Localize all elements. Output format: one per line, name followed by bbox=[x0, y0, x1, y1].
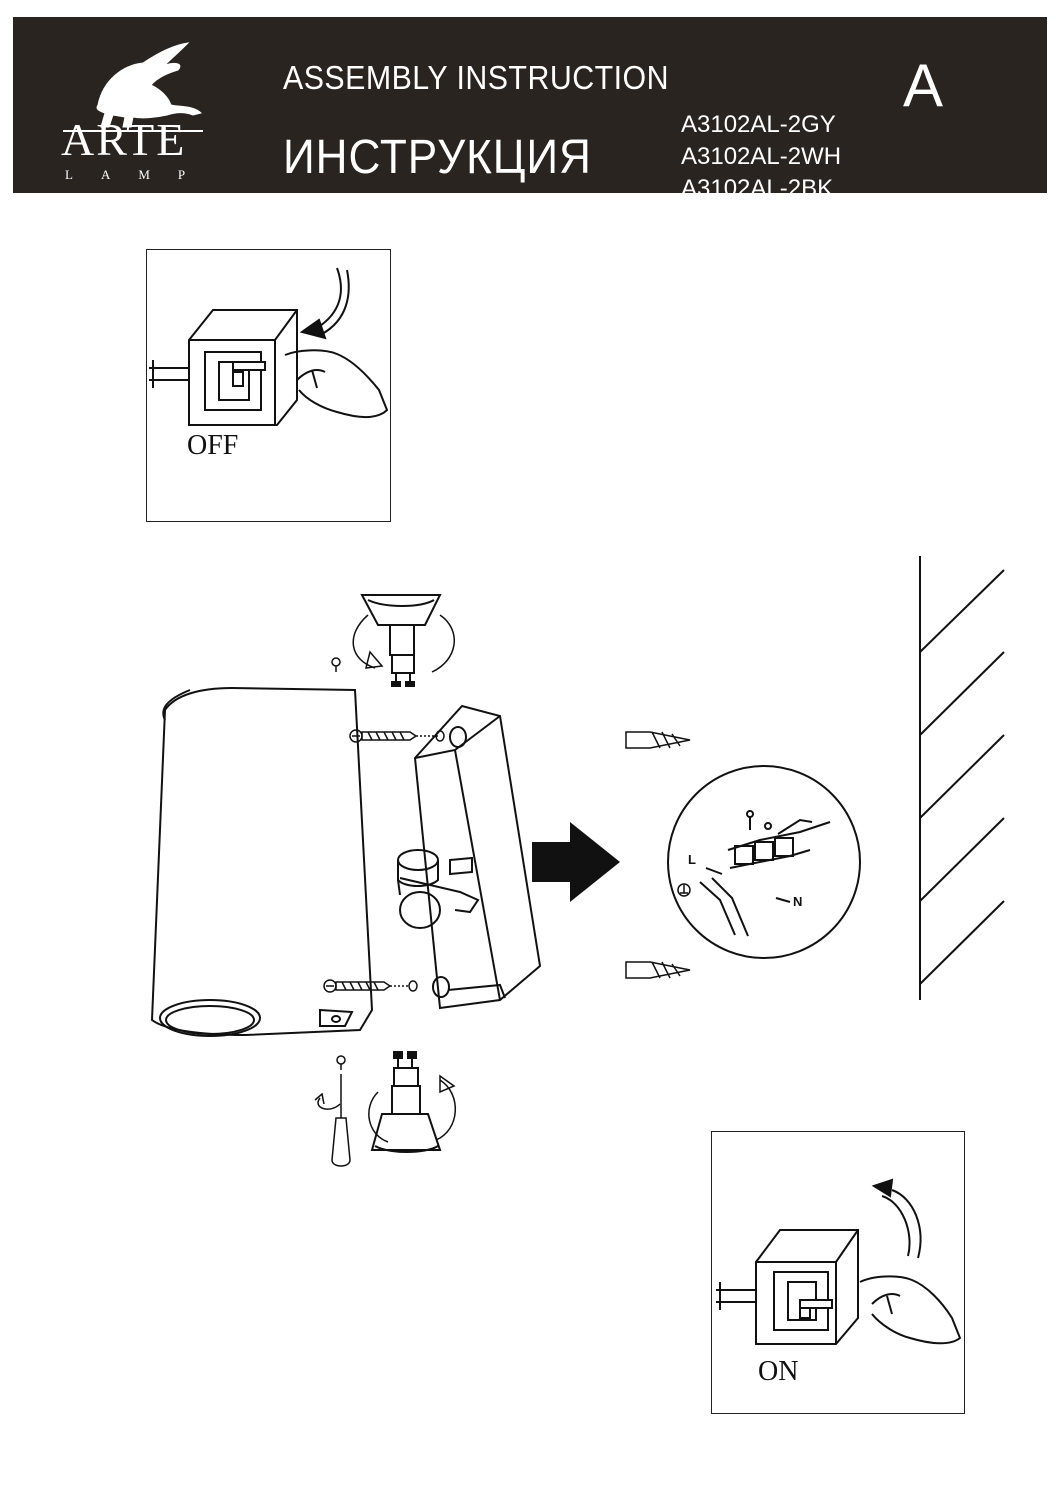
curved-arrow-icon bbox=[368, 1074, 456, 1143]
curved-arrow-icon bbox=[299, 267, 350, 340]
wall-plug-icon bbox=[625, 961, 691, 979]
ground-icon bbox=[677, 883, 691, 897]
model-number: A3102AL-2GY bbox=[681, 111, 836, 138]
switch-off-label: OFF bbox=[187, 430, 239, 461]
arrow-right-icon bbox=[532, 822, 620, 902]
model-list: A3102AL-2GY A3102AL-2WH A3102AL-2BK bbox=[681, 109, 841, 205]
switch-on-panel: ON bbox=[711, 1131, 965, 1414]
title-english: ASSEMBLY INSTRUCTION bbox=[283, 59, 669, 96]
model-number: A3102AL-2WH bbox=[681, 143, 842, 170]
curved-arrow-icon bbox=[871, 1178, 922, 1259]
wall bbox=[919, 556, 1005, 1000]
bulb-socket bbox=[397, 849, 480, 929]
wire-neutral-label: N bbox=[793, 894, 803, 909]
brand-name: ARTE bbox=[61, 114, 187, 165]
wall-plug-icon bbox=[625, 731, 691, 749]
switch-icon bbox=[716, 1229, 859, 1345]
screw-icon bbox=[331, 657, 341, 672]
hand-icon bbox=[859, 1275, 962, 1345]
curved-arrow-icon bbox=[352, 614, 455, 673]
screwdriver-icon bbox=[314, 1055, 351, 1167]
switch-on-label: ON bbox=[758, 1356, 799, 1387]
switch-icon bbox=[149, 309, 298, 426]
model-number: A3102AL-2BK bbox=[681, 175, 834, 202]
brand-subtitle: LAMP bbox=[65, 167, 214, 182]
lamp-housing bbox=[150, 686, 374, 1037]
wiring-detail bbox=[667, 765, 861, 959]
title-russian: ИНСТРУКЦИЯ bbox=[283, 131, 592, 184]
page-letter: A bbox=[903, 52, 944, 119]
gu10-bulb-icon bbox=[370, 1051, 442, 1153]
screw-icon bbox=[323, 979, 418, 993]
switch-off-panel: OFF bbox=[146, 249, 391, 522]
mounting-plate bbox=[413, 704, 542, 1010]
wire-live-label: L bbox=[688, 852, 696, 867]
hand-icon bbox=[284, 349, 389, 418]
gu10-bulb-icon bbox=[360, 594, 442, 687]
lion-logo-icon bbox=[63, 42, 203, 132]
header-bar: ARTE LAMP ASSEMBLY INSTRUCTION ИНСТРУКЦИ… bbox=[13, 17, 1047, 202]
